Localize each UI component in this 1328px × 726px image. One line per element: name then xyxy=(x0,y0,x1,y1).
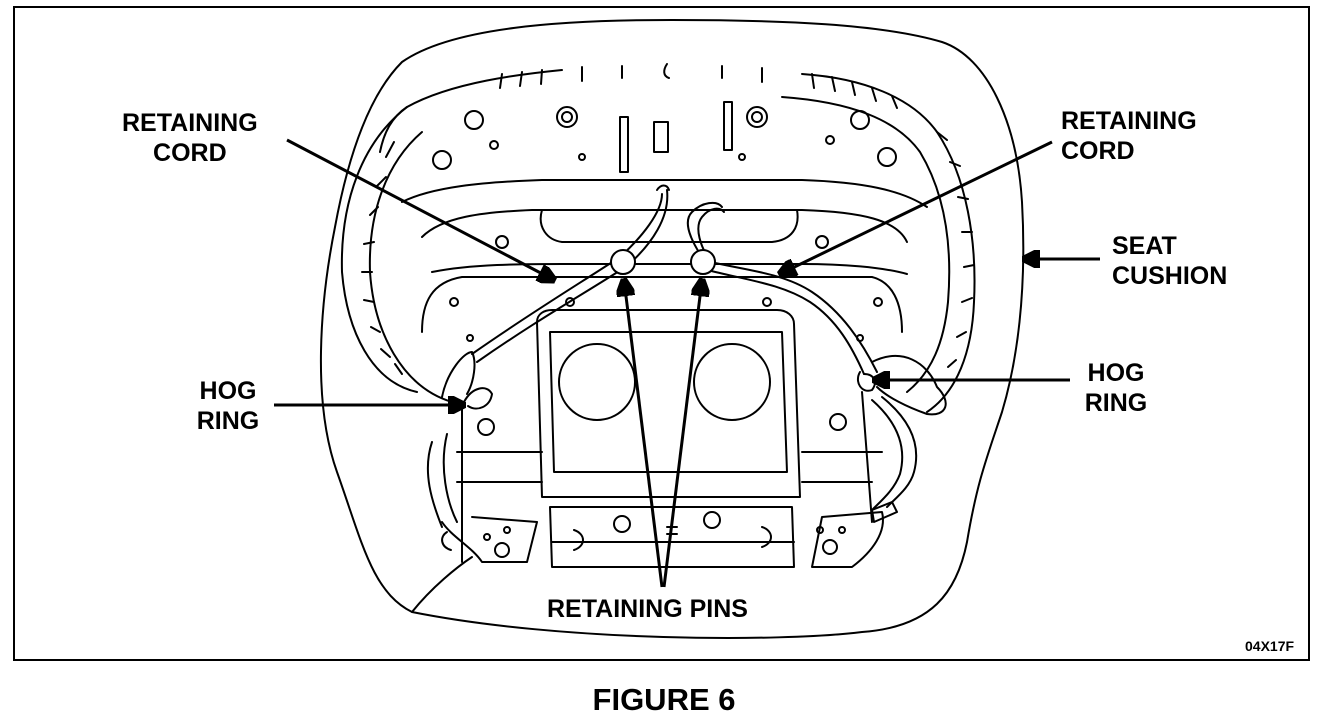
arrow-retaining-pins-right xyxy=(662,280,702,588)
label-retaining-pins: RETAINING PINS xyxy=(547,595,748,623)
hog-ring-left-loop xyxy=(463,387,493,410)
arrow-retaining-cord-left xyxy=(286,138,554,280)
bottom-bracket xyxy=(549,506,795,568)
figure-caption: FIGURE 6 xyxy=(592,682,736,717)
hog-ring-right-loop xyxy=(856,371,876,392)
figure-code: 04X17F xyxy=(1245,638,1295,654)
retaining-pin-left xyxy=(610,249,636,275)
arrow-retaining-cord-right xyxy=(780,140,1053,274)
arrow-retaining-pins-left xyxy=(624,280,664,588)
label-hog-ring-left: HOG RING xyxy=(196,377,260,435)
seat-cushion-outline xyxy=(319,19,1025,639)
right-bolster xyxy=(801,73,976,413)
label-retaining-cord-right: RETAINING CORD xyxy=(1061,107,1197,165)
figure-frame: RETAINING CORD RETAINING CORD SEAT CUSHI… xyxy=(13,6,1310,661)
mid-frame xyxy=(421,276,903,333)
left-hand xyxy=(411,351,476,613)
label-hog-ring-right: HOG RING xyxy=(1084,359,1148,417)
seat-cushion-illustration xyxy=(319,19,1025,639)
retaining-cord-left xyxy=(471,193,663,355)
upper-frame-plate xyxy=(401,179,928,208)
label-retaining-cord-left: RETAINING CORD xyxy=(122,109,258,167)
leader-arrows xyxy=(274,138,1100,588)
right-hand xyxy=(871,355,947,416)
label-seat-cushion: SEAT CUSHION xyxy=(1112,232,1228,290)
center-pan xyxy=(536,309,801,498)
retaining-pin-right xyxy=(690,249,716,275)
retaining-cord-right xyxy=(701,259,878,373)
